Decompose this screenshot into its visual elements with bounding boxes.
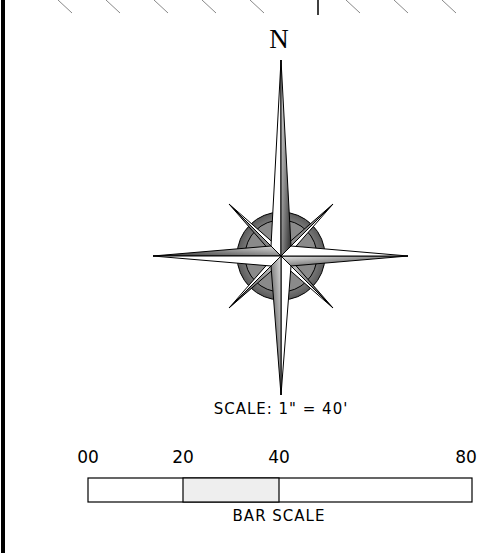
bar-scale-title: BAR SCALE (233, 509, 326, 524)
border-line (1, 0, 5, 553)
scale-number: 00 (77, 449, 99, 466)
north-label: N (269, 26, 289, 53)
compass-rose (153, 60, 408, 395)
scale-note: SCALE: 1" = 40' (214, 402, 349, 417)
hatching (58, 0, 456, 13)
scale-number: 40 (268, 449, 290, 466)
scale-number: 80 (455, 449, 477, 466)
tick-line (317, 0, 319, 15)
bar-scale (88, 478, 472, 502)
scale-number: 20 (172, 449, 194, 466)
